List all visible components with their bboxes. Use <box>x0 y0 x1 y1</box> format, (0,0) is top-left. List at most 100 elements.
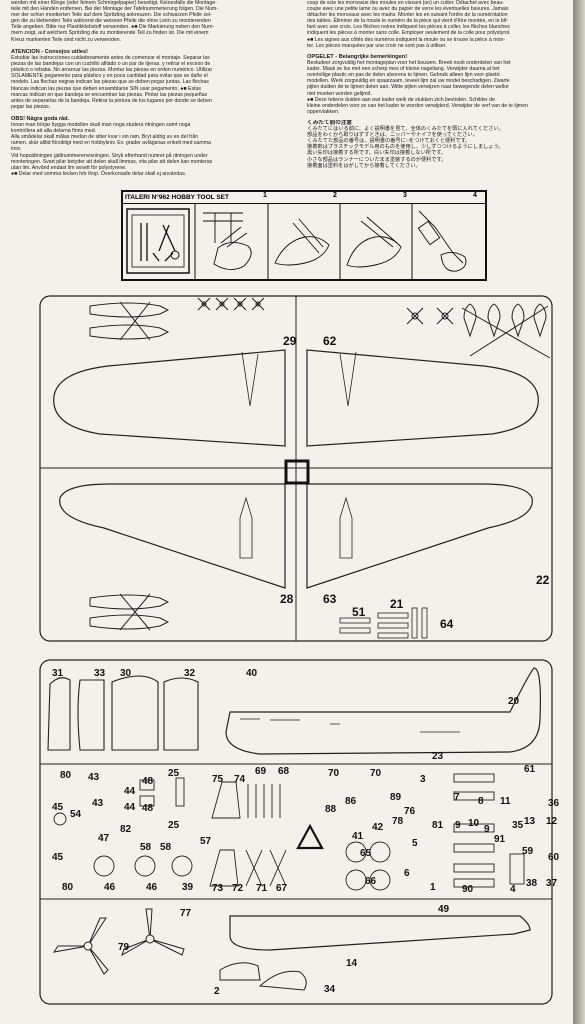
instruction-line: Innan man börjar bygga modellen skall ma… <box>11 122 191 129</box>
step-number: 1 <box>263 192 267 199</box>
part-number-label: 37 <box>546 878 558 889</box>
instruction-line: 部品をわくから取りはずすときは、ニッパーやナイフを使ってください。 <box>307 132 478 139</box>
wing-lower-left <box>59 483 286 589</box>
part-number-label: 21 <box>390 597 404 611</box>
tool-illustrations <box>126 203 467 279</box>
spanish-heading: ATENCION - Consejos utiles! <box>11 49 88 55</box>
propeller-icon <box>52 908 185 975</box>
part-number-label: 4 <box>510 884 516 895</box>
instruction-line: 小さな部品はランナーについたまま塗装するのが便利です。 <box>307 156 447 163</box>
instruction-line: des tables. Éliminer de la moule le numé… <box>307 18 509 25</box>
part-number-label: 22 <box>536 573 550 587</box>
instruction-line: ter. Les pièces marquées par une croix n… <box>307 42 447 49</box>
instruction-line: Bestudeer zorgvuldig het montageplan voo… <box>307 60 511 67</box>
instruction-line: gen die zu klebenden Teile während die w… <box>11 18 211 25</box>
sprue-runner-frame <box>39 659 553 1005</box>
part-number-label: 2 <box>214 986 220 997</box>
part-number-label: 70 <box>370 768 382 779</box>
cutting-sprue-icon <box>203 212 252 270</box>
instruction-line: kleine onderdelen voor ze van het kader … <box>307 102 528 109</box>
part-number-label: 42 <box>372 822 384 833</box>
part-number-label: 9 <box>484 824 490 835</box>
cowling-parts <box>47 675 199 751</box>
part-number-label: 3 <box>420 774 426 785</box>
part-number-label: 30 <box>120 668 132 679</box>
crossed-out-bomb-parts-right <box>461 303 551 359</box>
instruction-line: Vid hopsättningen gällnummerenvisningen.… <box>11 152 208 159</box>
instruction-line: utan lim. Använd endast lim avsett för p… <box>11 164 127 171</box>
part-number-label: 13 <box>524 816 536 827</box>
part-number-label: 47 <box>98 833 110 844</box>
instruction-line: indiquent les pièces à monter sans colle… <box>307 30 511 37</box>
instruction-line: coupe avec une petite lame ou avec du pa… <box>307 6 509 13</box>
part-number-label: 69 <box>255 766 267 777</box>
instruction-line: mern zeigt, auf welchem Spritzling die z… <box>11 30 209 37</box>
instruction-line: pegar las piezas. <box>11 103 51 110</box>
part-number-label: 43 <box>92 798 104 809</box>
part-number-label: 23 <box>432 751 444 762</box>
part-number-label: 76 <box>404 806 416 817</box>
instruction-line: kontrollera att alla delarna finns med. <box>11 128 97 135</box>
part-number-label: 64 <box>440 617 454 631</box>
instruction-line: 接着剤はプラスチックモデル用のものを使用し、少しずつつけるようにしましょう。 <box>307 144 504 151</box>
part-number-label: 43 <box>88 772 100 783</box>
glue-bottle-icon <box>417 210 467 272</box>
part-number-label: 58 <box>140 842 152 853</box>
hobby-tool-set-panel: ITALERI N°962 HOBBY TOOL SET 1 2 3 4 <box>121 190 487 281</box>
part-number-label: 70 <box>328 768 340 779</box>
part-number-label: 66 <box>365 876 377 887</box>
part-number-label: 78 <box>392 816 404 827</box>
instruction-line: Alla smådelar skall målas medan de sitte… <box>11 134 199 141</box>
swedish-instructions: OBS! Några goda råd. Innan man börjar by… <box>11 116 303 186</box>
part-number-label: 14 <box>346 958 358 969</box>
part-number-label: 61 <box>524 764 536 775</box>
part-number-label: 59 <box>522 846 534 857</box>
instruction-line: 接着面は塗料をはがしてから接着してください。 <box>307 162 421 169</box>
crossed-out-propellers <box>197 297 454 325</box>
part-number-label: 5 <box>412 838 418 849</box>
part-number-label: 46 <box>104 882 116 893</box>
part-number-label: 46 <box>146 882 158 893</box>
instruction-line: oppervlakken. <box>307 108 340 115</box>
step-number: 4 <box>473 192 477 199</box>
instruction-line: ramen, skär alltid försiktigt med en hob… <box>11 140 211 147</box>
part-number-label: 45 <box>52 852 64 863</box>
part-number-label: 25 <box>168 768 180 779</box>
part-number-label: 81 <box>432 820 444 831</box>
step-number: 2 <box>333 192 337 199</box>
wing-upper-left <box>53 349 286 447</box>
part-number-label: 49 <box>438 904 450 915</box>
part-number-label: 75 <box>212 774 224 785</box>
part-number-label: 35 <box>512 820 524 831</box>
part-number-label: 48 <box>142 803 154 814</box>
instruction-line: plástico o rebaba. No arrancar las pieza… <box>11 67 213 74</box>
instruction-line: pijlen duiden de te lijmen delen aan. Wi… <box>307 84 509 91</box>
part-number-label: 80 <box>60 770 72 781</box>
instruction-line: ●■ Delar med somma tecken hör ihop. Över… <box>11 170 187 177</box>
dutch-instructions: OPGELET - Belangrijke bemerkingen! Bestu… <box>307 54 569 118</box>
part-number-label: 67 <box>276 883 288 894</box>
dutch-heading: OPGELET - Belangrijke bemerkingen! <box>307 54 408 60</box>
fuselage-half-bottom <box>229 915 531 951</box>
part-number-label: 11 <box>500 796 511 807</box>
part-number-label: 80 <box>62 882 74 893</box>
japanese-instructions: くみたて前の注意 くみたてにはいる前に、よく説明書を見て、全体のくみたてを頭に入… <box>307 120 569 186</box>
part-number-label: 65 <box>360 848 372 859</box>
part-number-label: 34 <box>324 984 336 995</box>
instruction-line: niet moeten worden gelijmd. <box>307 90 372 97</box>
sprue-center-gate <box>284 459 310 485</box>
part-number-label: 40 <box>246 668 258 679</box>
wing-lower-right <box>306 483 533 589</box>
part-number-label: 90 <box>462 884 474 895</box>
japanese-heading: くみたて前の注意 <box>307 120 352 126</box>
part-number-label: 60 <box>548 852 560 863</box>
instruction-line: mer der schon montierten Teile auf dem S… <box>11 12 212 19</box>
instruction-line: SOLAMENTE pegamento para plástico y en p… <box>11 73 208 80</box>
part-number-label: 36 <box>548 798 560 809</box>
instruction-line: Estudiar las instrucciones cuidadosament… <box>11 55 210 62</box>
instruction-line: modelo. Las flechas negras indican las p… <box>11 79 209 86</box>
part-number-label: 9 <box>455 820 461 831</box>
instruction-line: kniv. <box>11 146 22 153</box>
